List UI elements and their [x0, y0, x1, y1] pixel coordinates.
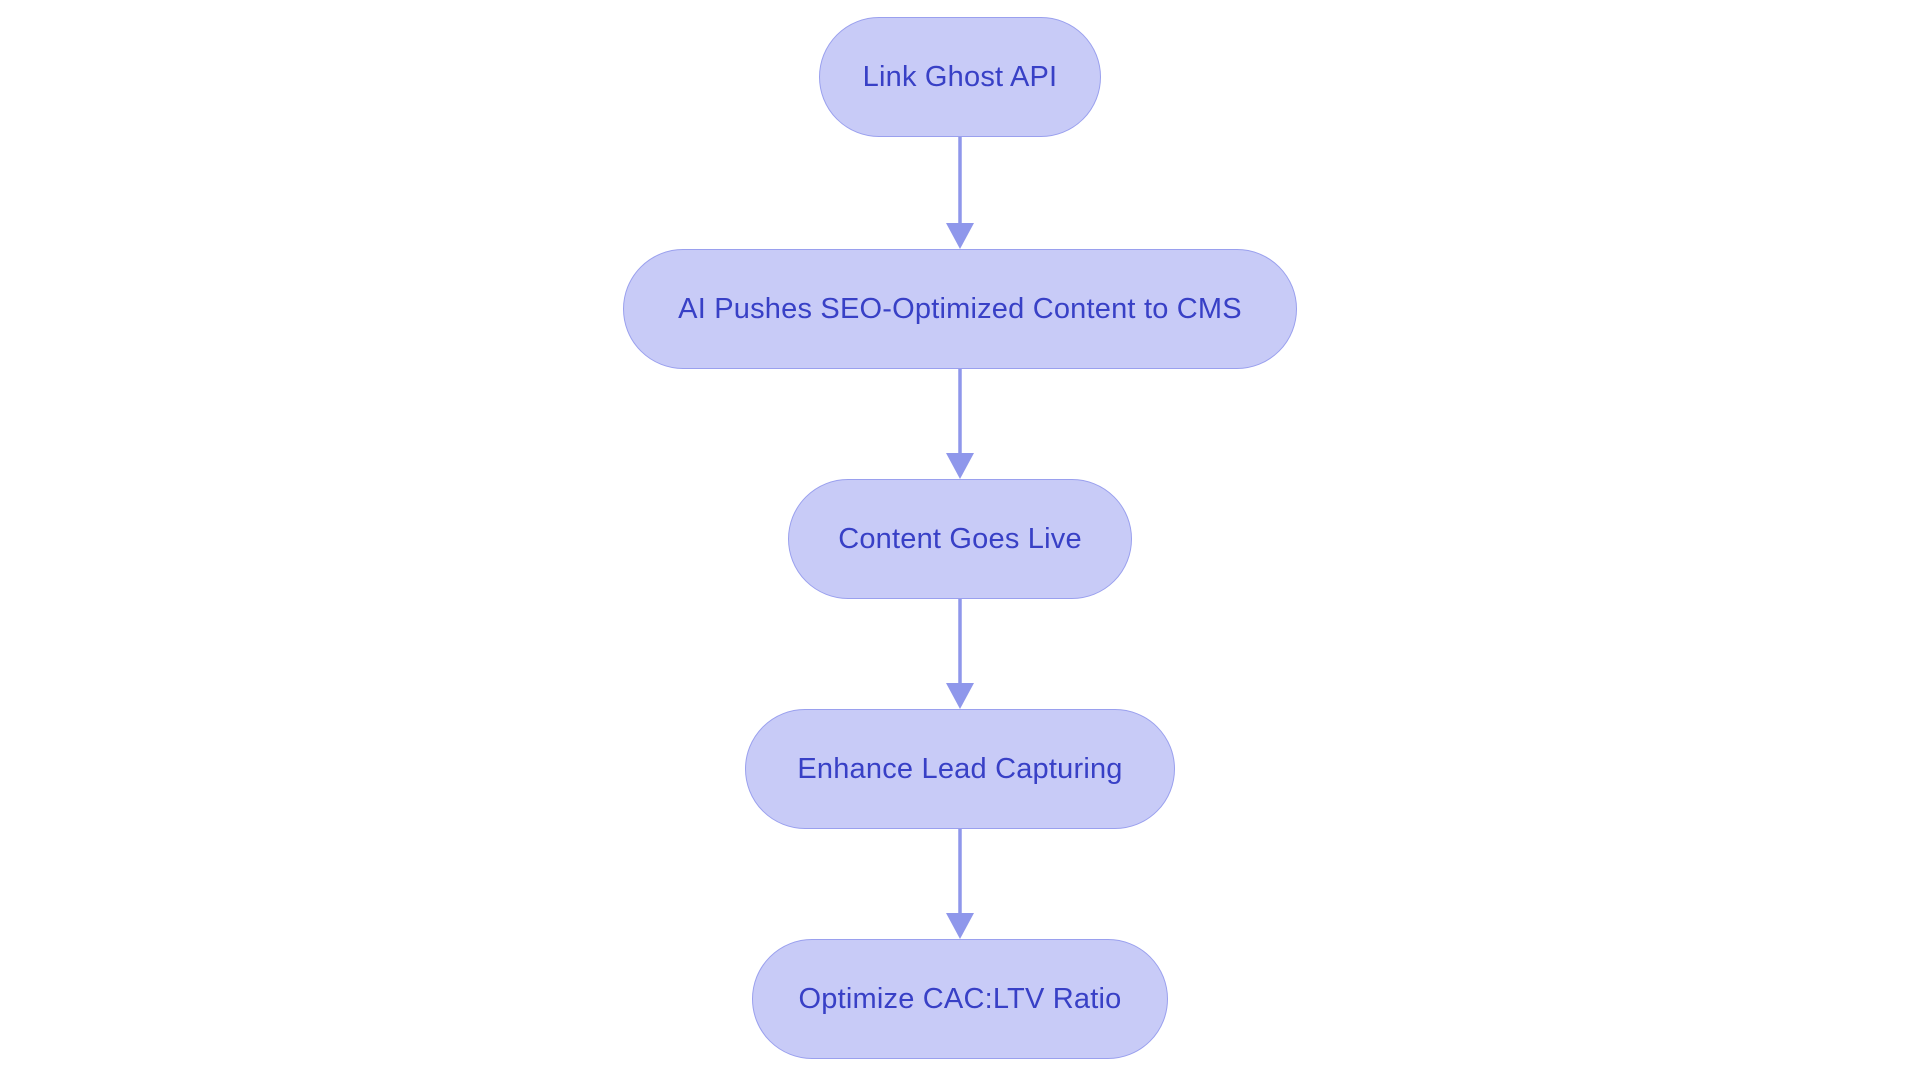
arrowhead-icon [946, 913, 974, 939]
flow-node-enhance-lead-capturing: Enhance Lead Capturing [745, 709, 1175, 829]
node-label: Link Ghost API [862, 60, 1058, 93]
flow-arrow-4 [946, 827, 974, 939]
node-label: AI Pushes SEO-Optimized Content to CMS [678, 292, 1242, 325]
flow-arrow-1 [946, 137, 974, 249]
flow-node-content-goes-live: Content Goes Live [788, 479, 1132, 599]
flow-node-ai-pushes-seo-optimized-content-to-cms: AI Pushes SEO-Optimized Content to CMS [623, 249, 1297, 369]
flow-node-optimize-cac-ltv-ratio: Optimize CAC:LTV Ratio [752, 939, 1168, 1059]
flow-node-link-ghost-api: Link Ghost API [819, 17, 1101, 137]
arrowhead-icon [946, 453, 974, 479]
arrowhead-icon [946, 683, 974, 709]
flow-arrow-3 [946, 597, 974, 709]
flow-arrow-2 [946, 367, 974, 479]
node-label: Content Goes Live [838, 522, 1082, 555]
arrowhead-icon [946, 223, 974, 249]
node-label: Enhance Lead Capturing [797, 752, 1123, 785]
node-label: Optimize CAC:LTV Ratio [798, 982, 1122, 1015]
